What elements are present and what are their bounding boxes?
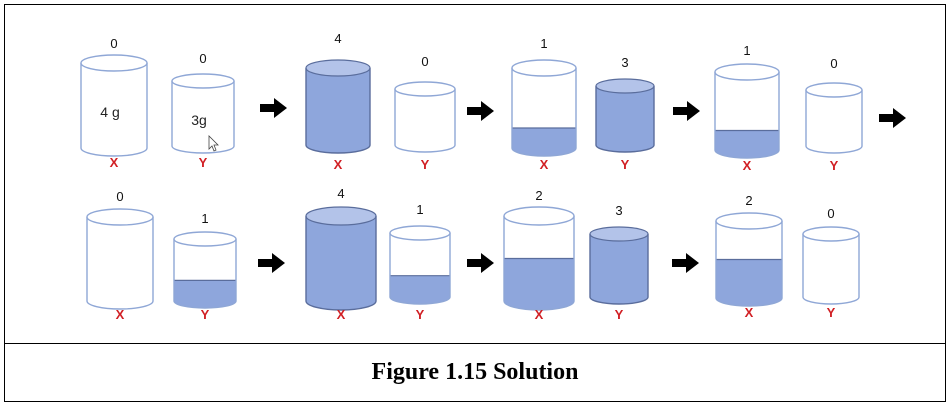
row1-state1-tank-x-capacity: 4 g — [100, 104, 119, 120]
row1-state4-tank-y-amount: 0 — [830, 56, 837, 71]
row2-state2-tank-x-amount: 4 — [337, 186, 344, 201]
row2-state2-tank-x-liquid-surface — [305, 206, 377, 226]
row1-state4-tank-x-label: X — [743, 158, 752, 173]
row2-state3-tank-x-rim — [503, 206, 575, 226]
row1-state2-tank-x-outline — [305, 68, 371, 154]
arrow-right-icon-4 — [879, 108, 906, 128]
row2-state1-tank-y-outline — [173, 239, 237, 309]
figure-caption: Figure 1.15 Solution — [371, 359, 579, 385]
row2-state1-tank-x-label: X — [116, 307, 125, 322]
arrow-right-icon-3 — [673, 101, 700, 121]
row1-state3-tank-y-amount: 3 — [621, 55, 628, 70]
row2-state4-tank-y-amount: 0 — [827, 206, 834, 221]
row1-state1-tank-y-amount: 0 — [199, 51, 206, 66]
row2-state3-tank-y-liquid-surface — [589, 226, 649, 242]
row1-state1-tank-y-rim — [171, 73, 235, 89]
row1-state3-tank-x-outline — [511, 68, 577, 157]
row1-state3-tank-y-liquid — [596, 86, 654, 152]
row1-state1-tank-x-body — [81, 63, 147, 156]
row2-state1-tank-y-rim — [173, 231, 237, 247]
row1-state2-tank-x-label: X — [334, 157, 343, 172]
row1-state4-tank-x-rim — [714, 63, 780, 81]
row1-state1-tank-y-outline — [171, 81, 235, 154]
row1-state3-tank-y-liquid-surface — [595, 78, 655, 94]
row1-state4-tank-y-label: Y — [830, 158, 839, 173]
row1-state4-tank-x-amount: 1 — [743, 43, 750, 58]
caption-divider — [5, 343, 945, 344]
row2-state2-tank-x-label: X — [337, 307, 346, 322]
row2-state4-tank-y-outline — [802, 234, 860, 305]
row1-state3-tank-x-amount: 1 — [540, 36, 547, 51]
row2-state4-tank-x-outline — [715, 221, 783, 307]
row1-state4-tank-y-outline — [805, 90, 863, 154]
row1-state4-tank-y-rim — [805, 82, 863, 98]
row1-state1-tank-y-capacity: 3g — [191, 112, 207, 128]
row1-state1-tank-y-label: Y — [199, 155, 208, 170]
row1-state1-tank-x-amount: 0 — [110, 36, 117, 51]
row1-state1-tank-y-body — [172, 81, 234, 153]
row2-state3-tank-x-label: X — [535, 307, 544, 322]
row2-state1-tank-x-amount: 0 — [116, 189, 123, 204]
row1-state2-tank-y-rim — [394, 81, 456, 97]
row2-state2-tank-y-outline — [389, 233, 451, 305]
row2-state4-tank-y-label: Y — [827, 305, 836, 320]
row2-state1-tank-y-amount: 1 — [201, 211, 208, 226]
row2-state2-tank-x-liquid — [306, 216, 376, 310]
row1-state2-tank-y-amount: 0 — [421, 54, 428, 69]
row1-state3-tank-y-label: Y — [621, 157, 630, 172]
row2-state1-tank-x-rim — [86, 208, 154, 226]
row1-state2-tank-y-outline — [394, 89, 456, 153]
row2-state3-tank-x-amount: 2 — [535, 188, 542, 203]
row2-state2-tank-x-outline — [305, 216, 377, 311]
row2-state1-tank-x-body — [87, 217, 153, 309]
row1-state2-tank-x-liquid — [306, 68, 370, 153]
row2-state4-tank-y-rim — [802, 226, 860, 242]
row2-state2-tank-y-label: Y — [416, 307, 425, 322]
row2-state2-tank-y-rim — [389, 225, 451, 241]
row2-state3-tank-y-amount: 3 — [615, 203, 622, 218]
row1-state4-tank-x-liquid — [715, 130, 779, 158]
row2-state3-tank-y-liquid — [590, 234, 648, 304]
row2-state3-tank-y-outline — [589, 234, 649, 305]
row2-state4-tank-x-rim — [715, 212, 783, 230]
row1-state4-tank-y-body — [806, 90, 862, 153]
row1-state1-tank-x-label: X — [110, 155, 119, 170]
row2-state3-tank-x-liquid — [504, 258, 574, 310]
row1-state3-tank-x-rim — [511, 59, 577, 77]
arrow-right-icon-2 — [467, 101, 494, 121]
row2-state4-tank-x-amount: 2 — [745, 193, 752, 208]
row2-state1-tank-y-label: Y — [201, 307, 210, 322]
row2-state4-tank-x-liquid — [716, 259, 782, 306]
row1-state2-tank-y-body — [395, 89, 455, 152]
row1-state1-tank-x-rim — [80, 54, 148, 72]
row1-state3-tank-x-label: X — [540, 157, 549, 172]
row2-state3-tank-x-outline — [503, 216, 575, 311]
row2-state1-tank-y-liquid — [174, 280, 236, 308]
mouse-cursor-icon — [208, 135, 219, 152]
row2-state4-tank-x-label: X — [745, 305, 754, 320]
row2-state4-tank-y-body — [803, 234, 859, 304]
row2-state2-tank-y-liquid — [390, 275, 450, 304]
row2-state1-tank-x-outline — [86, 217, 154, 310]
row1-state2-tank-x-amount: 4 — [334, 31, 341, 46]
row1-state1-tank-x-outline — [80, 63, 148, 157]
arrow-right-icon-1 — [260, 98, 287, 118]
row2-state3-tank-y-label: Y — [615, 307, 624, 322]
row1-state3-tank-y-outline — [595, 86, 655, 153]
arrow-right-icon-5 — [258, 253, 285, 273]
row1-state3-tank-x-liquid — [512, 128, 576, 156]
row1-state2-tank-x-liquid-surface — [305, 59, 371, 77]
row2-state2-tank-y-amount: 1 — [416, 202, 423, 217]
row1-state4-tank-x-outline — [714, 72, 780, 159]
arrow-right-icon-7 — [672, 253, 699, 273]
row1-state2-tank-y-label: Y — [421, 157, 430, 172]
arrow-right-icon-6 — [467, 253, 494, 273]
